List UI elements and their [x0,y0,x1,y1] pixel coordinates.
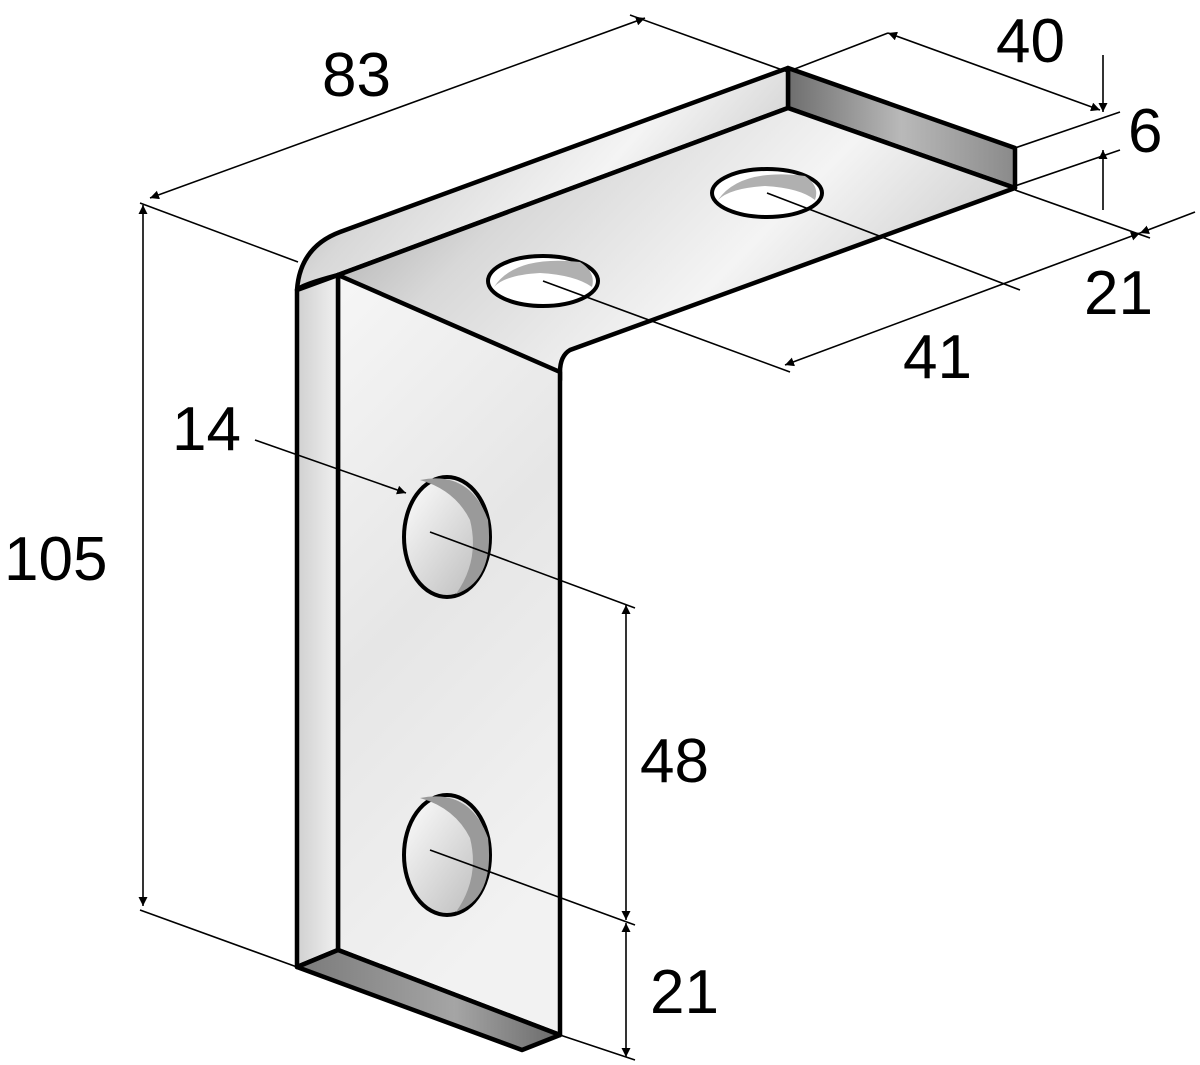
dimension-lines [138,14,1196,1061]
dim-hole-spacing-vertical: 48 [640,727,709,796]
dim-overall-height: 105 [4,525,107,594]
vertical-flange-face [335,272,563,1038]
dim-flange-width: 40 [996,7,1065,76]
vertical-flange-side [294,272,341,970]
dim-edge-to-hole-bottom: 21 [650,958,719,1027]
dim-overall-length: 83 [322,41,391,110]
dim-thickness: 6 [1128,97,1162,166]
hole-vertical-upper [402,475,492,599]
bracket-body [294,65,1018,1053]
holes [402,167,824,917]
dim-hole-diameter: 14 [172,395,241,464]
dim-edge-to-hole-top: 21 [1084,259,1153,328]
dimension-labels: 83 40 6 21 41 14 105 48 21 [4,7,1162,1027]
dim-hole-spacing-top: 41 [903,323,972,392]
hole-vertical-lower [402,793,492,917]
